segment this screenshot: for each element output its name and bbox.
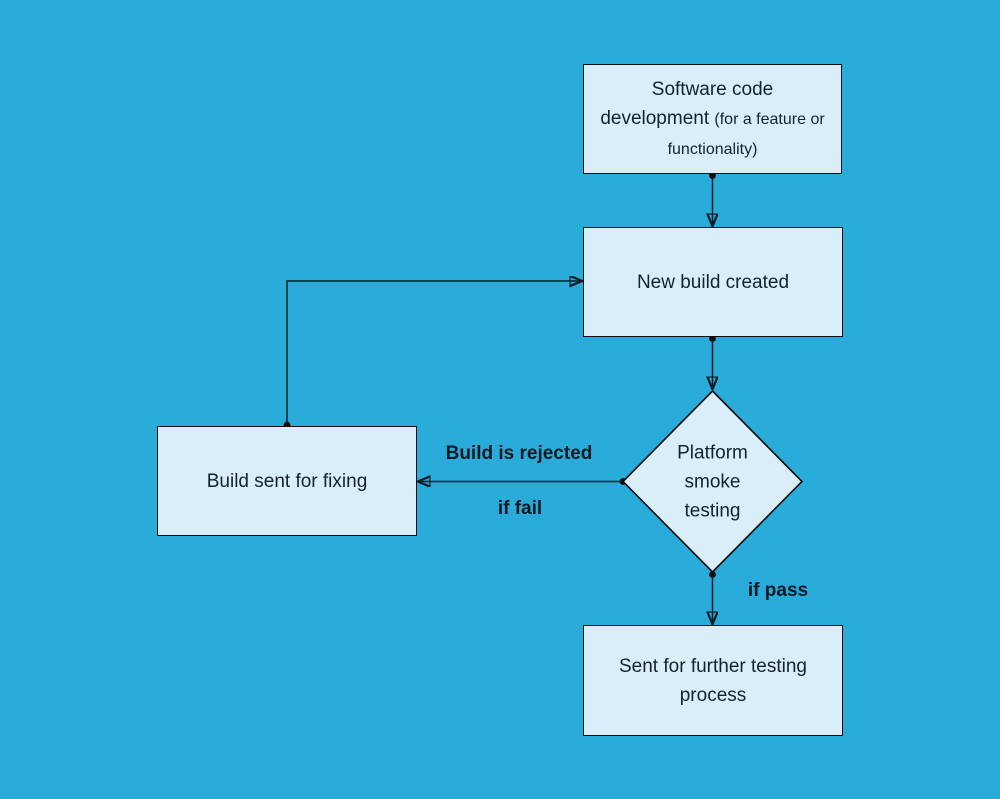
node-platform-smoke-testing: Platform smoke testing [621,389,804,574]
edge-smoke-to-fixing [419,478,627,485]
node-label: Platform smoke testing [677,442,748,521]
node-label: Sent for further testing process [619,655,807,706]
node-build-sent-for-fixing: Build sent for fixing [157,426,417,536]
edge-smoke-to-further [709,571,716,623]
node-label: Software code development (for a feature… [598,75,827,164]
edge-label-build-is-rejected: Build is rejected [445,443,593,464]
node-new-build-created: New build created [583,227,843,337]
edge-build-to-smoke [709,335,716,388]
node-label: Build sent for fixing [206,470,368,492]
edge-label-if-pass: if pass [747,580,809,601]
node-label-note: (for a feature or functionality) [667,110,825,158]
node-label-main: Software code development [600,78,774,129]
node-label: New build created [636,271,790,293]
edge-fixing-to-build [283,281,582,429]
edge-dev-to-build [709,172,716,225]
diamond-shape [621,389,804,574]
node-sent-for-further-testing: Sent for further testing process [583,625,843,736]
edge-label-if-fail: if fail [497,498,543,519]
node-software-code-development: Software code development (for a feature… [583,64,842,174]
